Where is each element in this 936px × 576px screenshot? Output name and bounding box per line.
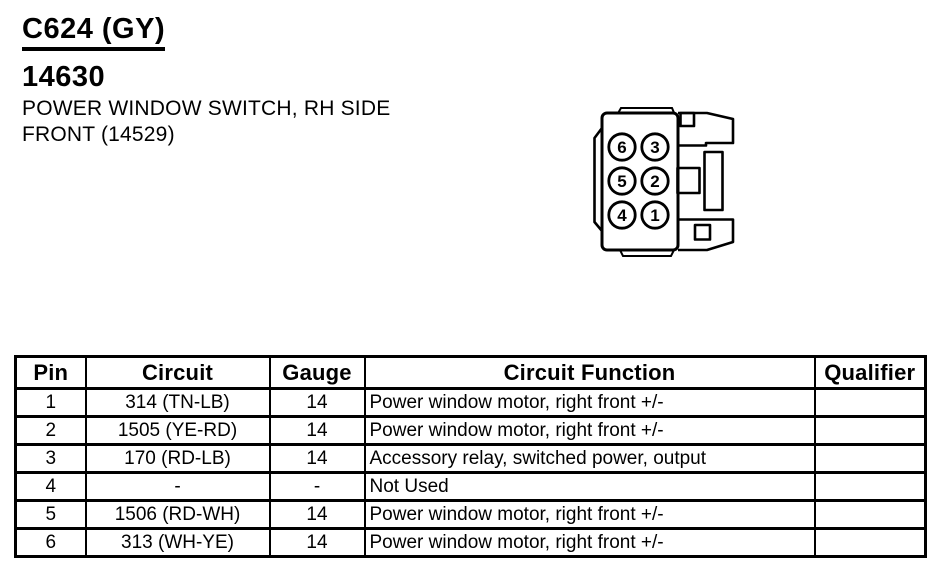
- cell-gauge: -: [268, 471, 366, 502]
- connector-pin-6: 6: [607, 132, 637, 162]
- cell-circuit: 313 (WH-YE): [84, 527, 271, 558]
- table-header-row: Pin Circuit Gauge Circuit Function Quali…: [14, 355, 927, 390]
- cell-gauge: 14: [268, 443, 366, 474]
- cell-circuit: 170 (RD-LB): [84, 443, 271, 474]
- connector-left-flange: [593, 127, 604, 232]
- connector-pin-1: 1: [640, 200, 670, 230]
- col-header-qualifier: Qualifier: [813, 355, 927, 390]
- cell-pin: 3: [14, 443, 87, 474]
- cell-circuit: 1505 (YE-RD): [84, 415, 271, 446]
- table-row: 2 1505 (YE-RD) 14 Power window motor, ri…: [14, 415, 927, 446]
- pin-5-label: 5: [617, 172, 626, 191]
- cell-gauge: 14: [268, 527, 366, 558]
- description-line-2: FRONT (14529): [22, 123, 175, 146]
- cell-circuit-function: Accessory relay, switched power, output: [363, 443, 816, 474]
- col-header-gauge: Gauge: [268, 355, 366, 390]
- connector-id-heading: C624 (GY): [22, 13, 166, 51]
- cell-qualifier: [813, 471, 927, 502]
- component-description: POWER WINDOW SWITCH, RH SIDE FRONT (1452…: [22, 96, 390, 148]
- table-row: 6 313 (WH-YE) 14 Power window motor, rig…: [14, 527, 927, 558]
- cell-pin: 4: [14, 471, 87, 502]
- connector-pin-3: 3: [640, 132, 670, 162]
- cell-qualifier: [813, 499, 927, 530]
- connector-pin-5: 5: [607, 166, 637, 196]
- table-row: 5 1506 (RD-WH) 14 Power window motor, ri…: [14, 499, 927, 530]
- description-line-1: POWER WINDOW SWITCH, RH SIDE: [22, 97, 391, 120]
- table-row: 4 - - Not Used: [14, 471, 927, 502]
- cell-circuit-function: Power window motor, right front +/-: [363, 415, 816, 446]
- cell-gauge: 14: [268, 387, 366, 418]
- connector-latch-tongue: [703, 150, 724, 212]
- cell-pin: 5: [14, 499, 87, 530]
- connector-face-diagram: 6 3 5 2 4 1: [593, 107, 735, 257]
- connector-lower-latch-notch: [693, 223, 712, 241]
- cell-qualifier: [813, 415, 927, 446]
- connector-pin-2: 2: [640, 166, 670, 196]
- cell-circuit-function: Power window motor, right front +/-: [363, 387, 816, 418]
- pin-3-label: 3: [650, 138, 659, 157]
- pinout-table: Pin Circuit Gauge Circuit Function Quali…: [14, 355, 927, 558]
- cell-qualifier: [813, 443, 927, 474]
- cell-circuit: 1506 (RD-WH): [84, 499, 271, 530]
- cell-circuit-function: Power window motor, right front +/-: [363, 499, 816, 530]
- connector-upper-latch-arm: [678, 111, 735, 147]
- pin-2-label: 2: [650, 172, 659, 191]
- table-row: 3 170 (RD-LB) 14 Accessory relay, switch…: [14, 443, 927, 474]
- cell-circuit-function: Not Used: [363, 471, 816, 502]
- cell-circuit: 314 (TN-LB): [84, 387, 271, 418]
- cell-gauge: 14: [268, 415, 366, 446]
- cell-gauge: 14: [268, 499, 366, 530]
- cell-circuit: -: [84, 471, 271, 502]
- col-header-circuit: Circuit: [84, 355, 271, 390]
- cell-pin: 1: [14, 387, 87, 418]
- connector-lower-latch-arm: [678, 218, 735, 252]
- cell-circuit-function: Power window motor, right front +/-: [363, 527, 816, 558]
- cell-qualifier: [813, 527, 927, 558]
- connector-middle-window: [676, 166, 701, 195]
- connector-upper-latch-notch: [679, 111, 696, 128]
- table-row: 1 314 (TN-LB) 14 Power window motor, rig…: [14, 387, 927, 418]
- col-header-circuit-function: Circuit Function: [363, 355, 816, 390]
- col-header-pin: Pin: [14, 355, 87, 390]
- part-number-heading: 14630: [22, 61, 106, 93]
- pin-1-label: 1: [650, 206, 659, 225]
- pin-6-label: 6: [617, 138, 626, 157]
- cell-pin: 2: [14, 415, 87, 446]
- cell-pin: 6: [14, 527, 87, 558]
- cell-qualifier: [813, 387, 927, 418]
- connector-pin-4: 4: [607, 200, 637, 230]
- pin-4-label: 4: [617, 206, 627, 225]
